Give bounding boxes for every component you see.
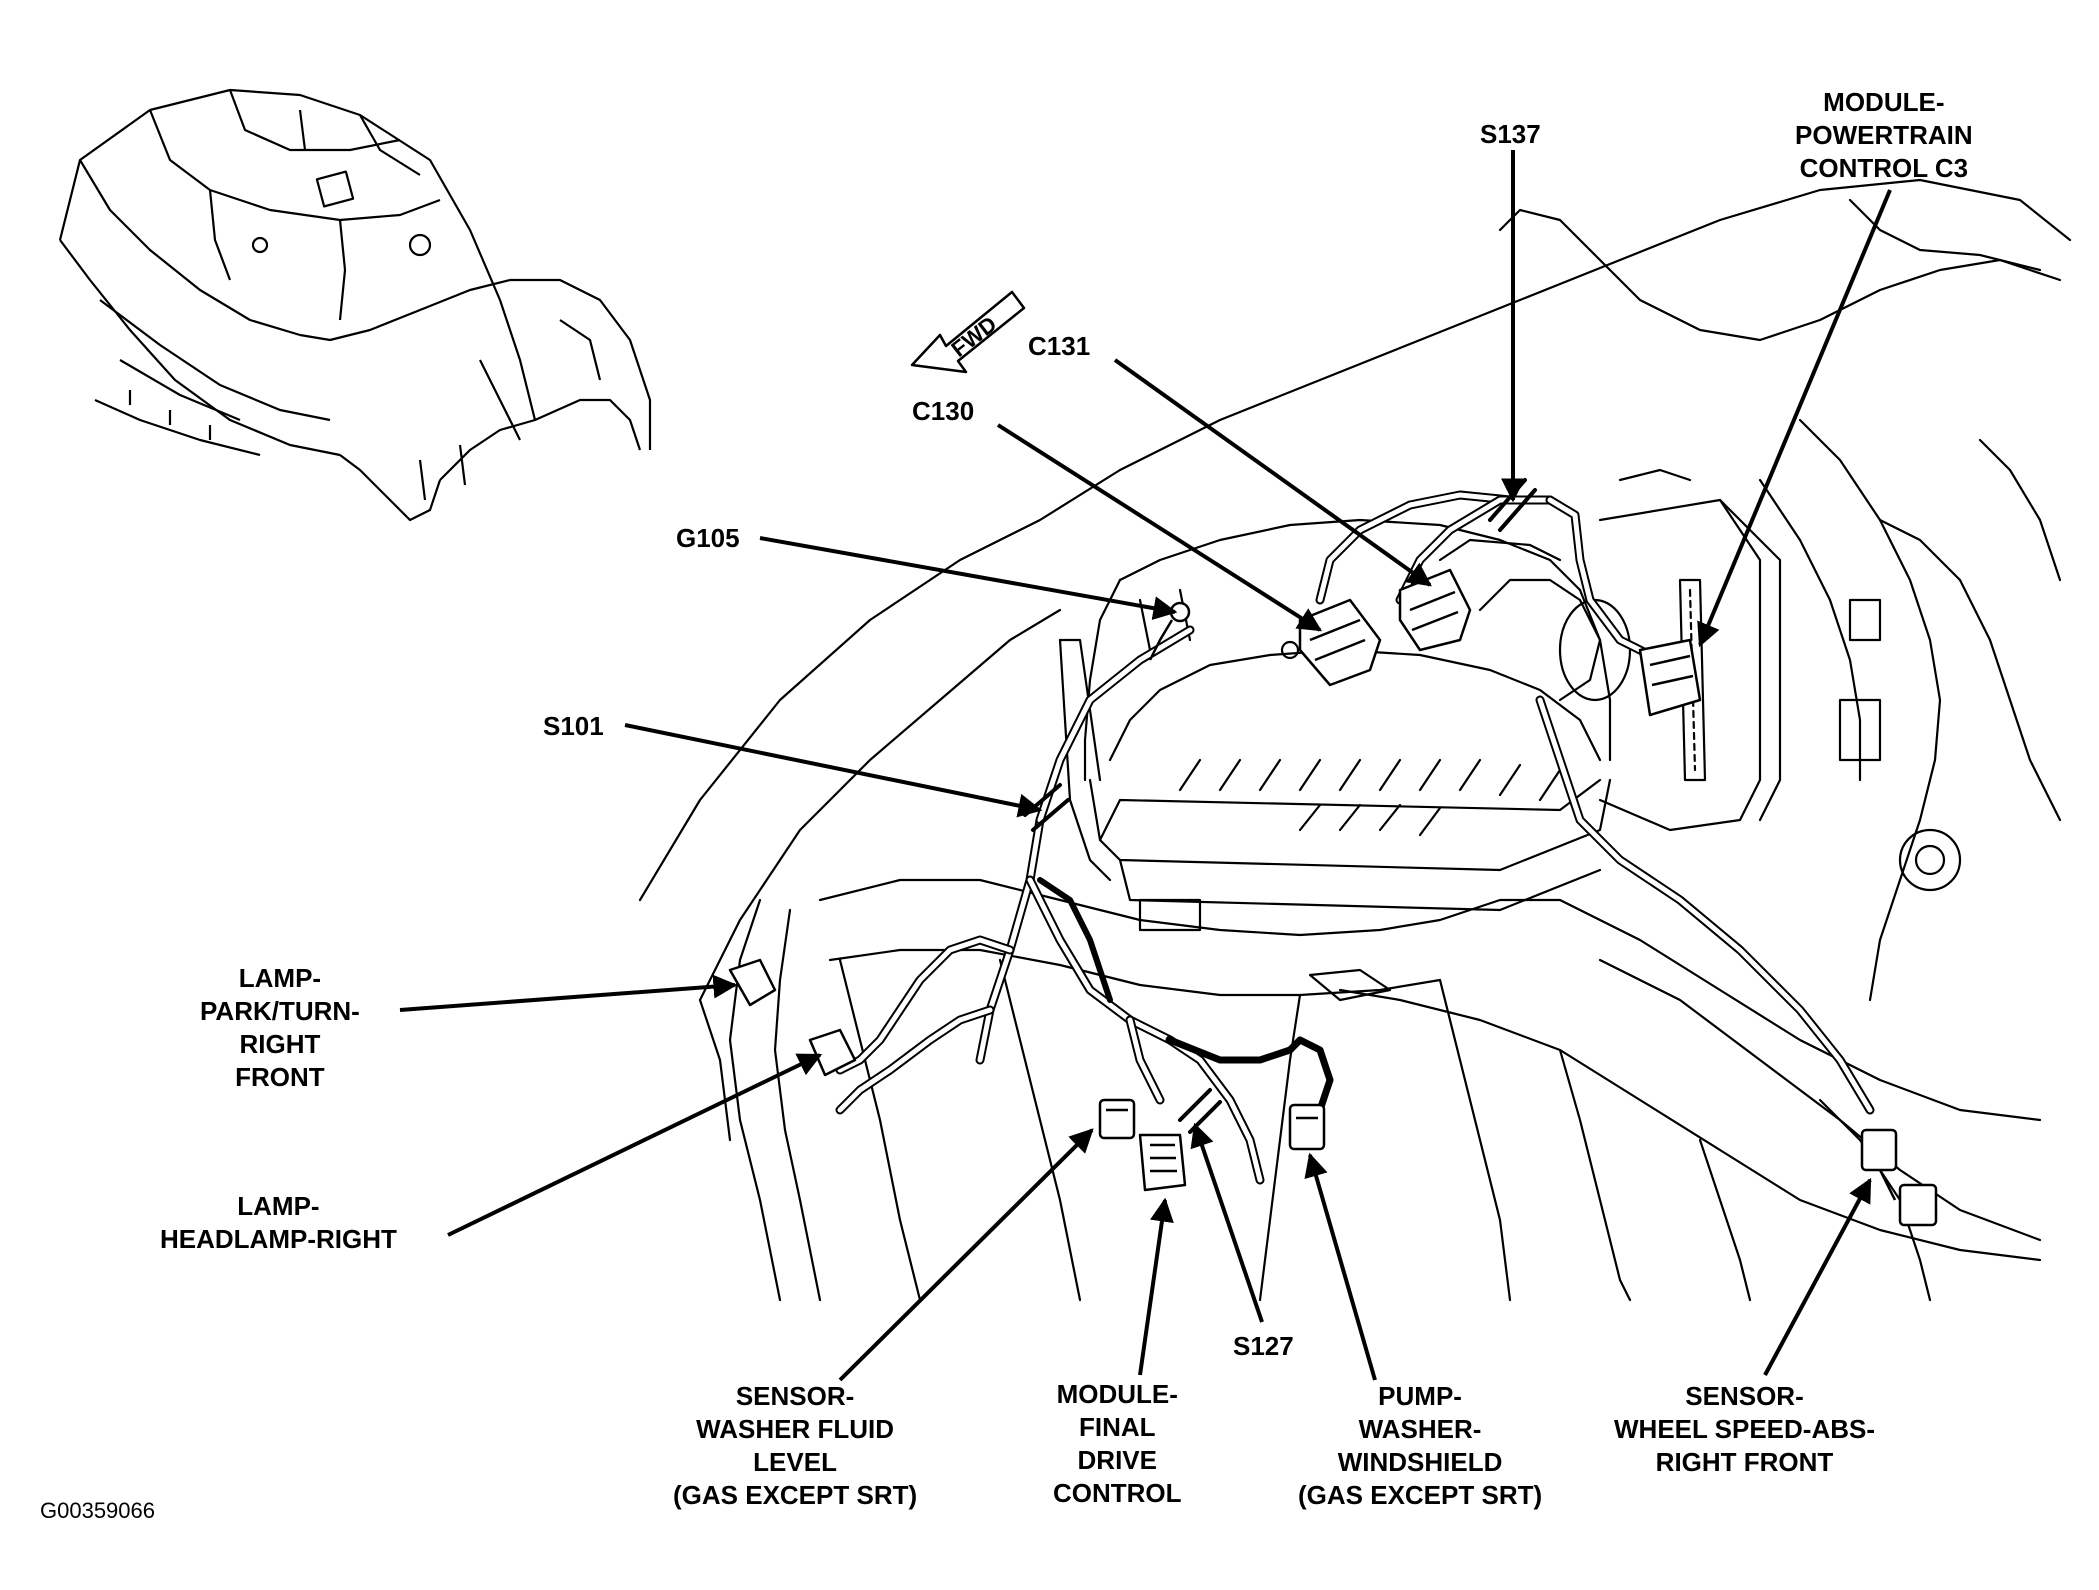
leader-washer-sensor xyxy=(838,1128,1094,1382)
leader-pump-washer xyxy=(1304,1152,1377,1381)
leader-c131 xyxy=(1113,358,1432,587)
label-s101: S101 xyxy=(543,710,604,743)
label-line: PARK/TURN- xyxy=(200,996,360,1026)
leader-c130 xyxy=(996,423,1323,632)
vehicle-overview-inset xyxy=(58,88,652,522)
connectors xyxy=(728,568,1938,1227)
ground-g105 xyxy=(1148,601,1191,661)
label-line: LEVEL xyxy=(753,1447,837,1477)
connector-wheel-speed xyxy=(1860,1128,1938,1227)
connector-washer-pump xyxy=(1288,1103,1326,1151)
leader-final-drive xyxy=(1138,1197,1174,1376)
label-line: MODULE- xyxy=(1056,1379,1178,1409)
leader-headlamp xyxy=(447,1053,823,1237)
label-line: (GAS EXCEPT SRT) xyxy=(1298,1480,1543,1510)
leader-wheel-speed xyxy=(1763,1177,1872,1376)
label-line: POWERTRAIN xyxy=(1795,120,1973,150)
connector-final-drive xyxy=(1138,1133,1187,1192)
label-line: SENSOR- xyxy=(735,1381,855,1411)
label-line: LAMP- xyxy=(237,1191,320,1221)
connector-c131 xyxy=(1398,568,1472,652)
label-line: S127 xyxy=(1233,1331,1294,1361)
label-line: WINDSHIELD xyxy=(1337,1447,1503,1477)
label-line: RIGHT xyxy=(239,1029,321,1059)
label-line: (GAS EXCEPT SRT) xyxy=(673,1480,918,1510)
label-line: C130 xyxy=(912,396,975,426)
label-line: MODULE- xyxy=(1823,87,1945,117)
wiring-harness xyxy=(835,490,1875,1185)
label-s137: S137 xyxy=(1480,118,1541,151)
forward-arrow-icon: FWD xyxy=(910,290,1026,374)
label-line: WASHER FLUID xyxy=(696,1414,895,1444)
label-line: C131 xyxy=(1028,331,1091,361)
label-line: S101 xyxy=(543,711,604,741)
label-line: SENSOR- xyxy=(1685,1381,1804,1411)
splice-marks xyxy=(1023,478,1537,1134)
leader-s101 xyxy=(624,723,1043,818)
connector-c130 xyxy=(1298,598,1382,687)
label-line: CONTROL C3 xyxy=(1799,153,1969,183)
label-line: PUMP- xyxy=(1378,1381,1462,1411)
connector-washer-sensor xyxy=(1098,1098,1136,1140)
label-line: S137 xyxy=(1480,119,1541,149)
figure-id: G00359066 xyxy=(40,1498,155,1523)
leader-module-pcm xyxy=(1697,189,1892,648)
vehicle-body-lineart xyxy=(638,178,2072,1302)
leader-park-turn xyxy=(399,974,738,1012)
label-line: FRONT xyxy=(235,1062,325,1092)
label-line: LAMP- xyxy=(238,963,322,993)
label-lamp-headlamp: LAMP-HEADLAMP-RIGHT xyxy=(160,1190,397,1256)
label-line: FINAL xyxy=(1079,1412,1156,1442)
label-line: WASHER- xyxy=(1358,1414,1482,1444)
label-line: HEADLAMP-RIGHT xyxy=(160,1224,397,1254)
label-line: CONTROL xyxy=(1053,1478,1182,1508)
label-line: DRIVE xyxy=(1077,1445,1157,1475)
leader-s127 xyxy=(1190,1122,1264,1323)
label-line: RIGHT FRONT xyxy=(1655,1447,1834,1477)
label-sensor-wheel-speed: SENSOR-WHEEL SPEED-ABS-RIGHT FRONT xyxy=(1614,1380,1875,1479)
label-line: WHEEL SPEED-ABS- xyxy=(1614,1414,1875,1444)
label-c131: C131 xyxy=(1028,330,1090,363)
label-pump-washer: PUMP-WASHER-WINDSHIELD(GAS EXCEPT SRT) xyxy=(1298,1380,1542,1512)
label-g105: G105 xyxy=(676,522,740,555)
connector-pcm-c3 xyxy=(1638,638,1702,717)
leader-lines xyxy=(399,150,1892,1382)
label-s127: S127 xyxy=(1233,1330,1294,1363)
connector-park-turn xyxy=(728,958,777,1007)
leader-g105 xyxy=(759,536,1178,621)
label-c130: C130 xyxy=(912,395,974,428)
splice-s127 xyxy=(1178,1088,1222,1134)
label-line: G105 xyxy=(676,523,740,553)
